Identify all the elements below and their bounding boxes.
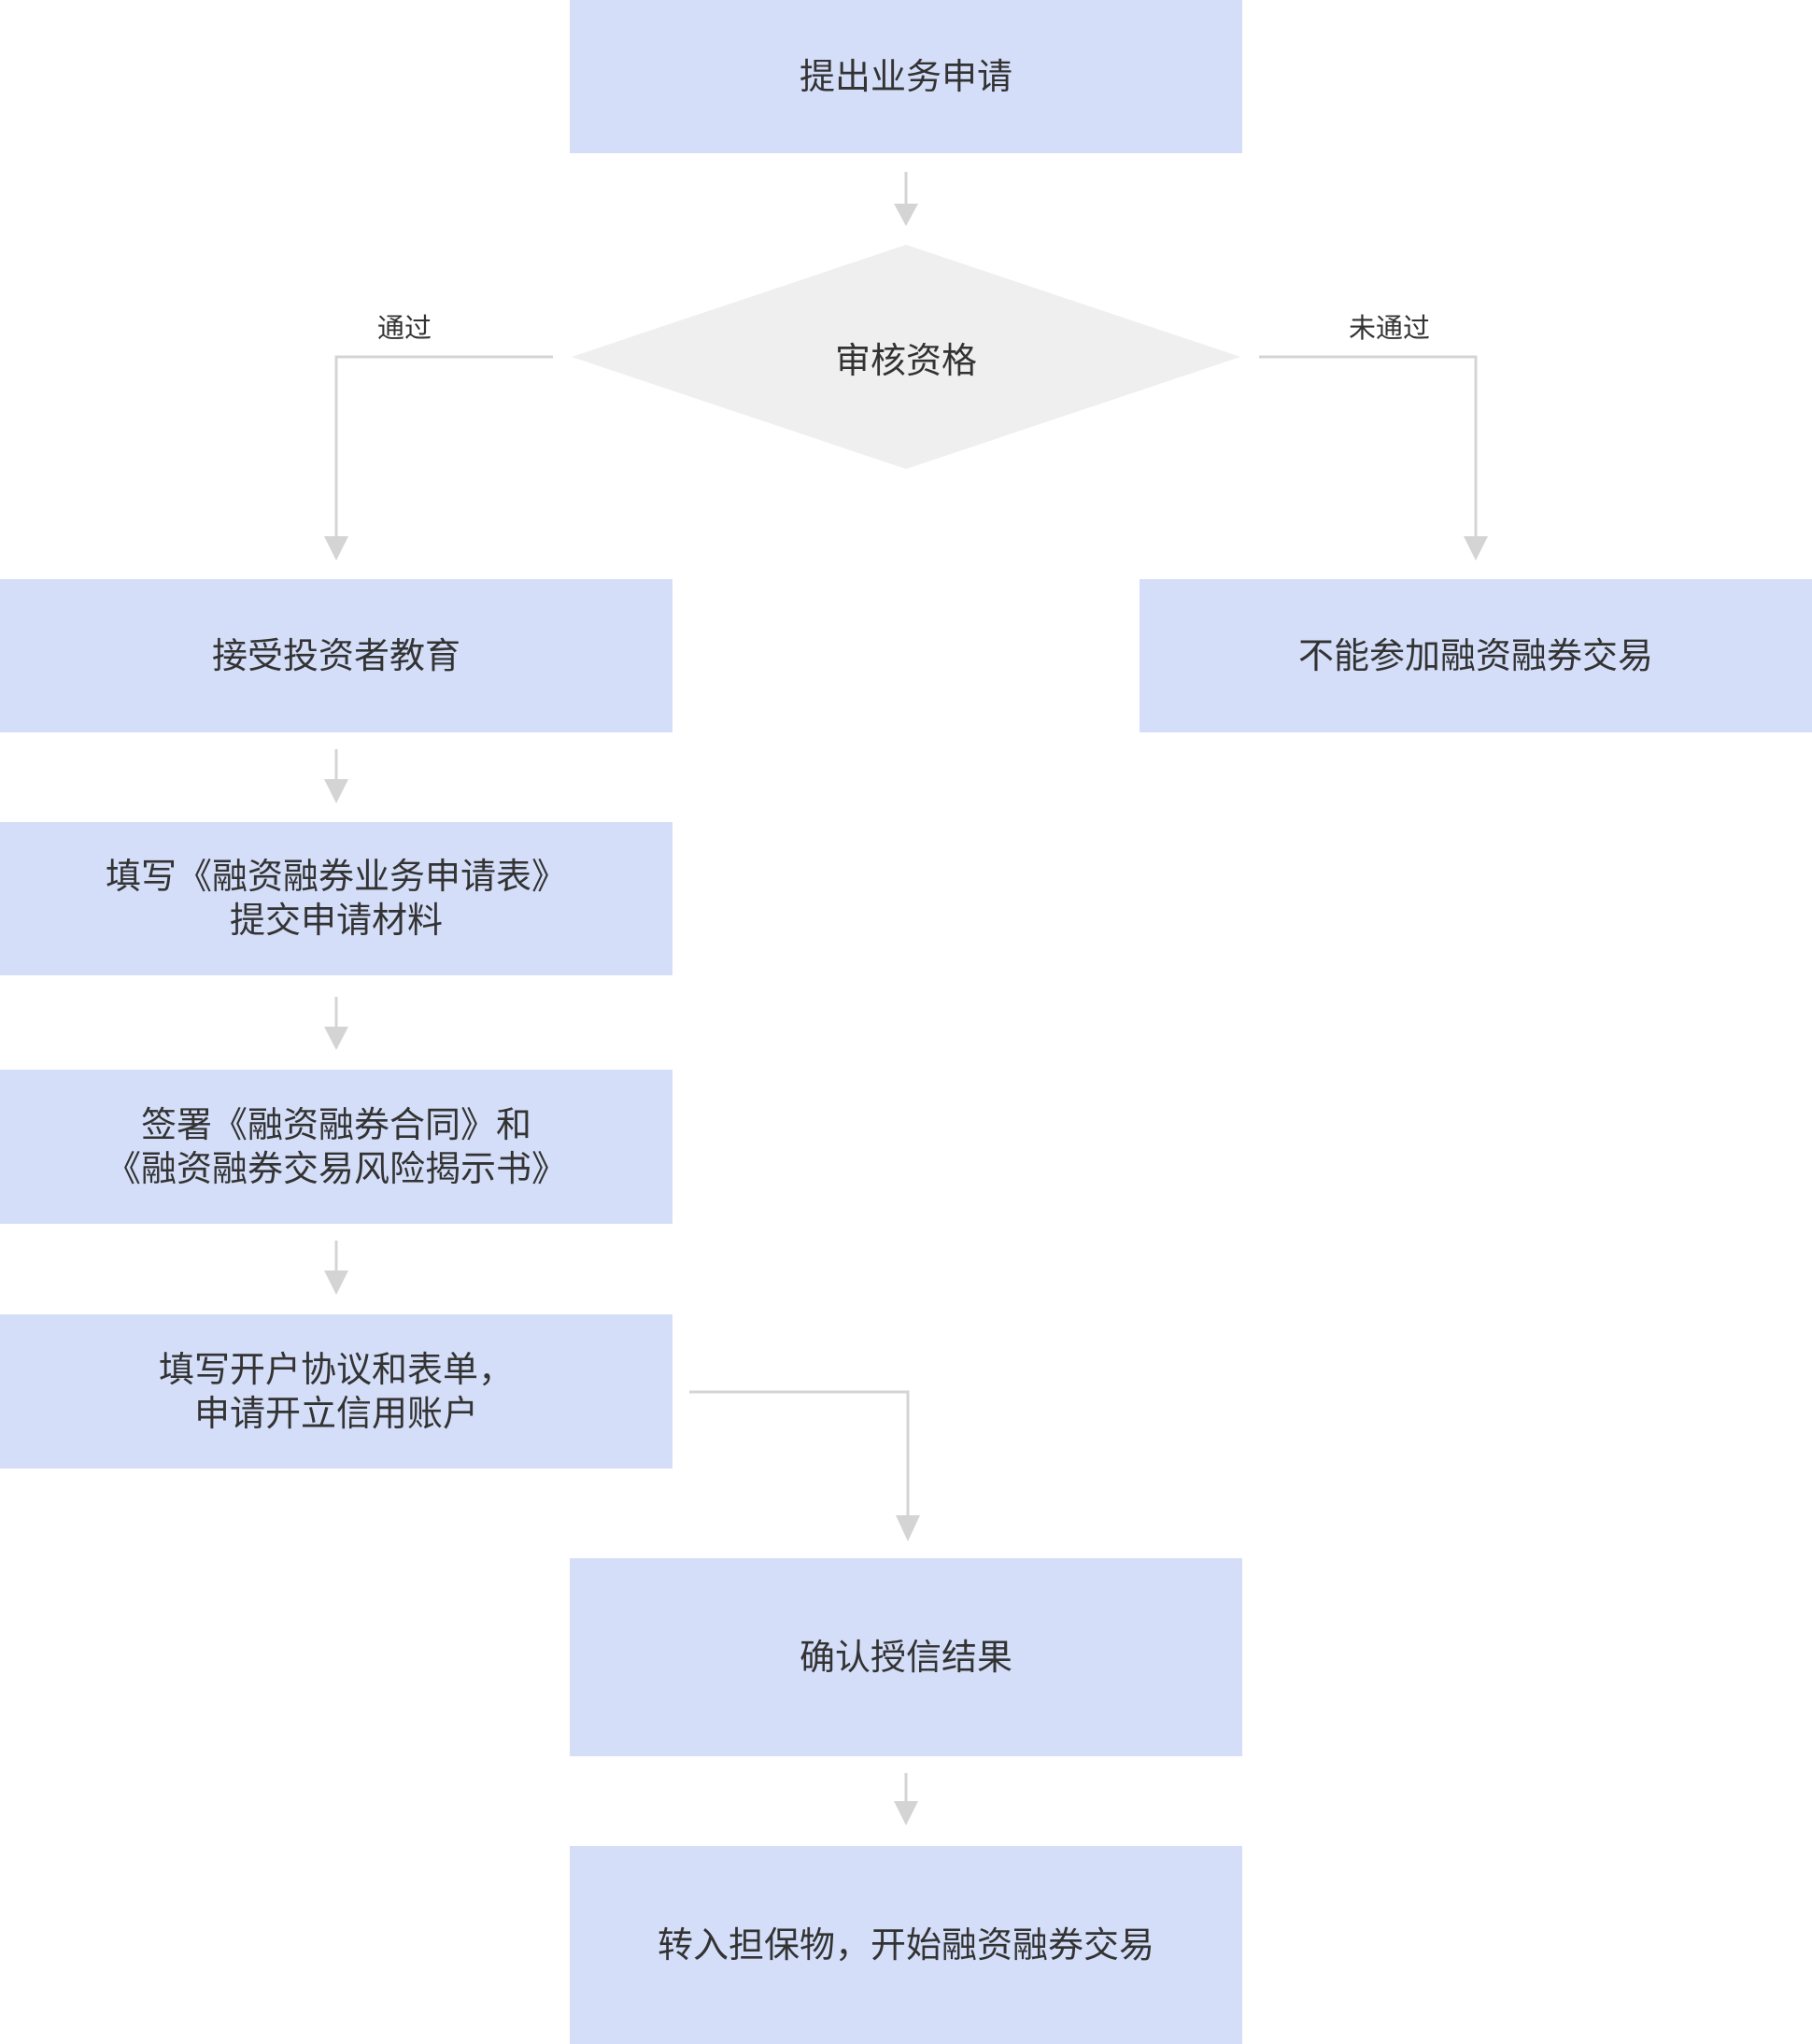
edge-label-pass: 通过 xyxy=(377,312,432,344)
arrowhead-icon xyxy=(896,1515,920,1541)
arrowhead-icon xyxy=(324,779,348,803)
edge-label-fail: 未通过 xyxy=(1349,312,1431,344)
node-label: 签署《融资融券合同》和 《融资融券交易风险揭示书》 xyxy=(105,1103,567,1189)
arrowhead-icon xyxy=(1464,536,1488,561)
node-not-eligible: 不能参加融资融券交易 xyxy=(1140,579,1812,732)
arrowhead-icon xyxy=(324,1270,348,1295)
node-sign-contract: 签署《融资融券合同》和 《融资融券交易风险揭示书》 xyxy=(0,1070,672,1224)
node-transfer-collateral: 转入担保物，开始融资融券交易 xyxy=(570,1846,1242,2044)
node-label: 不能参加融资融券交易 xyxy=(1297,634,1653,676)
arrowhead-icon xyxy=(324,1027,348,1050)
node-submit-application: 提出业务申请 xyxy=(570,0,1242,153)
node-open-credit-account: 填写开户协议和表单， 申请开立信用账户 xyxy=(0,1314,672,1469)
arrowhead-icon xyxy=(324,536,348,561)
arrowhead-icon xyxy=(894,1801,918,1825)
node-label: 转入担保物，开始融资融券交易 xyxy=(657,1923,1154,1966)
connector-fail xyxy=(1259,355,1478,540)
decision-diamond xyxy=(572,245,1240,469)
node-fill-application-form: 填写《融资融券业务申请表》 提交申请材料 xyxy=(0,822,672,975)
connector-pass xyxy=(334,355,553,540)
node-label: 填写开户协议和表单， 申请开立信用账户 xyxy=(158,1348,514,1434)
node-label: 确认授信结果 xyxy=(799,1636,1012,1678)
node-label: 提出业务申请 xyxy=(799,55,1012,97)
node-confirm-credit-result: 确认授信结果 xyxy=(570,1558,1242,1756)
node-label: 填写《融资融券业务申请表》 提交申请材料 xyxy=(105,856,567,941)
arrowhead-icon xyxy=(894,204,918,226)
node-label: 接受投资者教育 xyxy=(211,634,460,676)
node-review-qualification-label: 审核资格 xyxy=(834,339,977,381)
connector-account-confirm xyxy=(689,1390,910,1519)
node-investor-education: 接受投资者教育 xyxy=(0,579,672,732)
